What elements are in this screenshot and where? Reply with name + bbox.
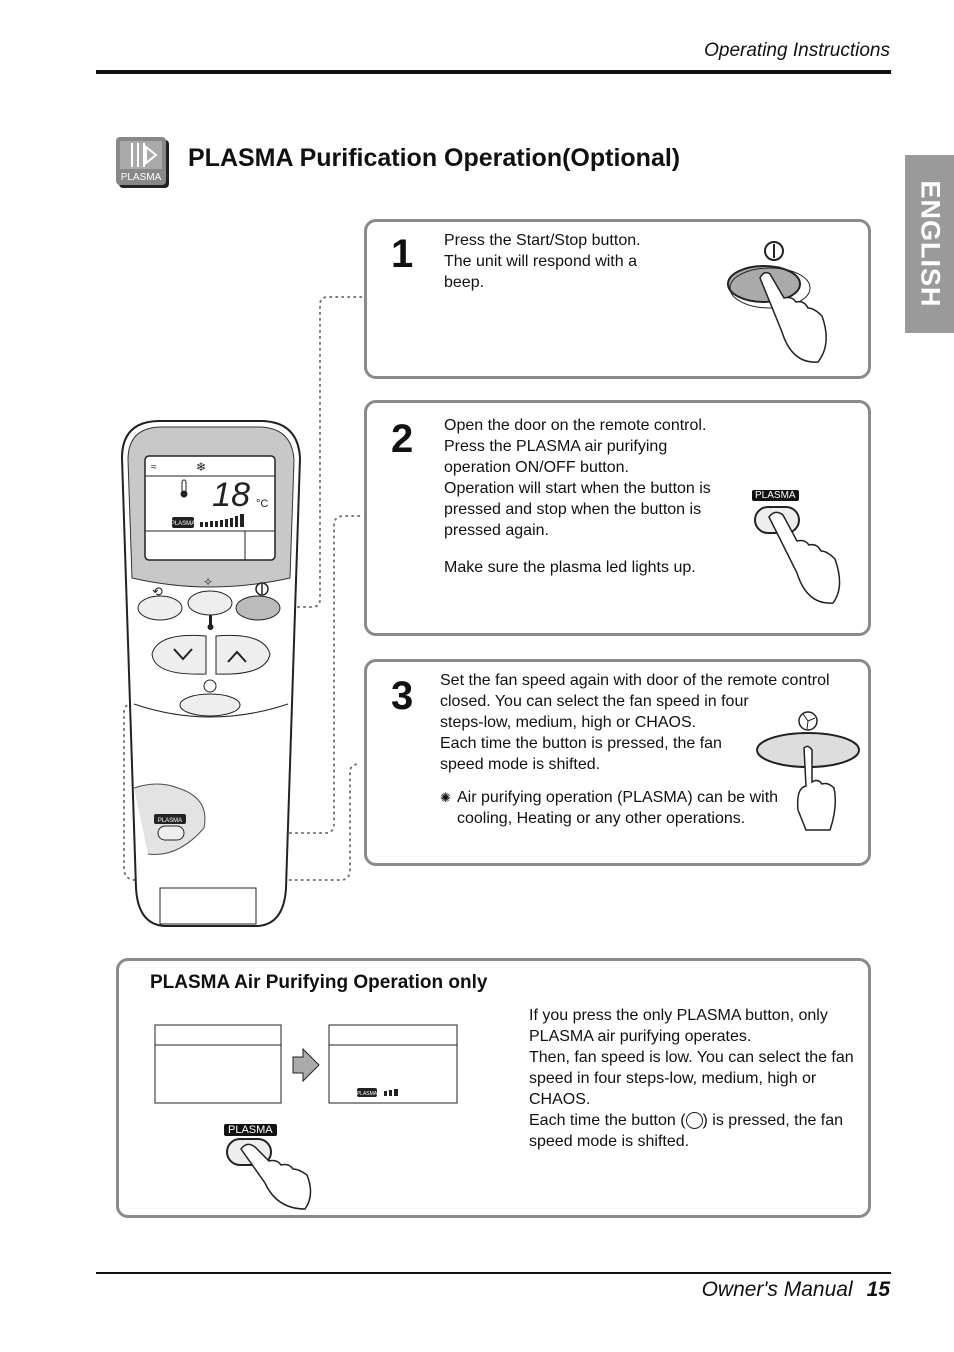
page-number: 15 [866,1278,890,1301]
step-1-box: 1 Press the Start/Stop button.The unit w… [364,219,871,379]
step-number: 2 [391,417,414,461]
footer-label: Owner's Manual [701,1278,853,1301]
hand-icon [796,745,837,831]
page-title: PLASMA Purification Operation(Optional) [188,144,681,172]
asterisk-icon: ✺ [440,790,451,805]
plasma-only-text: If you press the only PLASMA button, onl… [529,1007,854,1150]
plasma-button [157,825,185,841]
fan-icon [798,711,818,731]
plasma-press-illustration [754,506,841,604]
swing-button [137,595,183,621]
remote-control: ❄ ≈ 18 °C PLASMA ⟲ ✧ PLASMA [120,420,302,927]
plasma-label: PLASMA [752,490,799,501]
fan-speed-bars [200,514,244,527]
step-number: 3 [391,674,414,718]
svg-text:PLASMA: PLASMA [121,172,162,183]
swing-icon: ⟲ [152,584,163,599]
mode-icon: ✧ [203,575,213,589]
fan-icon [203,679,217,693]
temperature-readout: 18 [212,476,250,514]
lcd-plasma-badge: PLASMA [357,1091,378,1097]
footer-rule [96,1272,891,1274]
hand-icon [768,511,841,604]
plasma-press-illustration [226,1138,312,1210]
step-text: Set the fan speed again with door of the… [440,672,830,827]
mode-button [187,590,233,616]
snowflake-icon: ❄ [196,460,206,474]
plasma-only-box: PLASMA Air Purifying Operation only PLAS… [116,958,871,1218]
thermometer-icon [180,490,188,498]
step-3-box: 3 Set the fan speed again with door of t… [364,659,871,866]
header-rule [96,70,891,74]
fan-speed-button [179,693,241,717]
plasma-button-label: PLASMA [158,818,182,824]
plasma-icon: PLASMA [116,137,169,188]
step-number: 1 [391,232,414,276]
temperature-unit: °C [256,498,268,510]
lcd-plasma-badge: PLASMA [171,521,195,527]
step-text: Press the Start/Stop button.The unit wil… [444,232,641,291]
hand-icon [240,1143,312,1210]
fan-press-illustration [756,711,860,831]
temp-up-button [215,634,271,675]
step-text: Open the door on the remote control.Pres… [444,417,711,576]
plasma-label: PLASMA [224,1124,277,1136]
signal-icon: ≈ [151,462,157,473]
language-tab: ENGLISH [905,155,954,333]
start-stop-press-illustration [727,241,827,363]
section-header: Operating Instructions [704,40,890,61]
power-icon [255,582,269,596]
plasma-only-heading: PLASMA Air Purifying Operation only [150,972,488,993]
hand-icon [759,271,827,363]
footer: Owner's Manual 15 [702,1278,890,1302]
step-2-box: 2 Open the door on the remote control.Pr… [364,400,871,636]
start-stop-button [235,595,281,621]
lcd-transition-illustration: PLASMA [154,1024,458,1104]
fan-icon [685,1112,703,1129]
